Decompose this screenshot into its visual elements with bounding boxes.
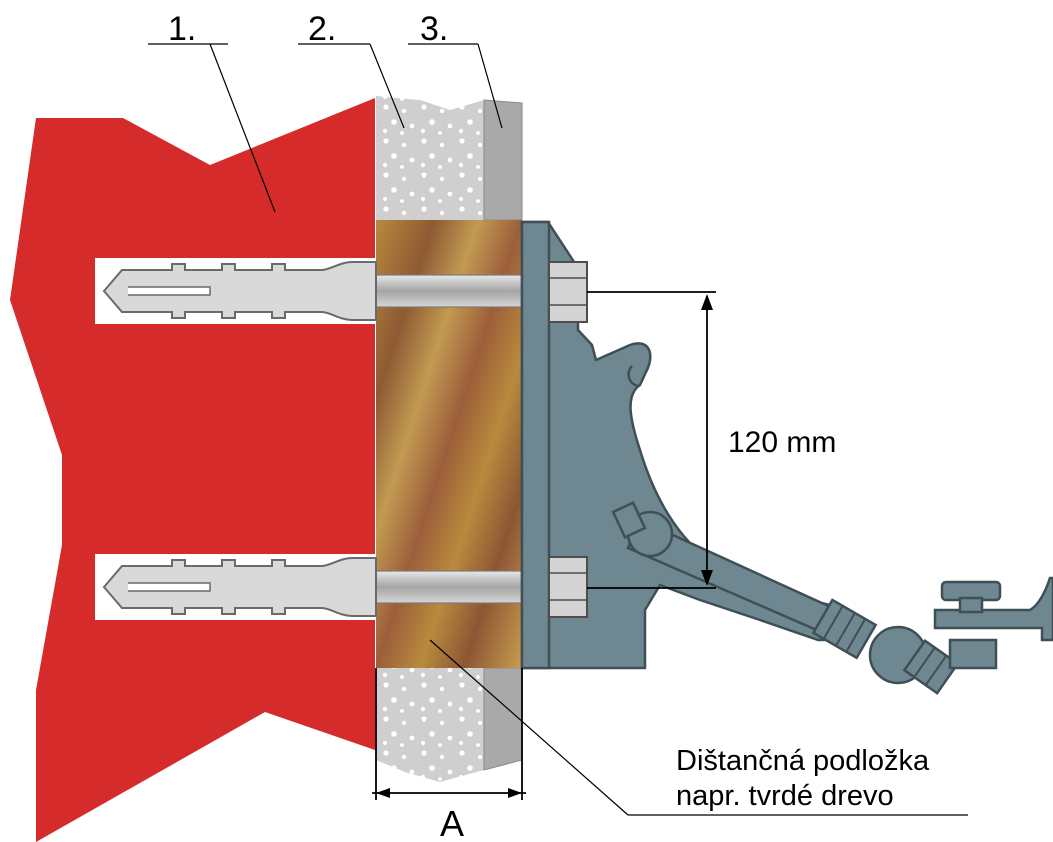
leader-line-1-diag xyxy=(209,43,276,213)
dimension-120mm xyxy=(587,291,716,589)
insulation-layer-lower xyxy=(376,668,484,782)
render-layer xyxy=(483,99,523,221)
render-layer-lower xyxy=(483,667,523,771)
wall-masonry xyxy=(10,98,375,842)
leader-line-spacer xyxy=(429,639,629,816)
label-part-2: 2. xyxy=(308,10,336,48)
anchor-bolt-bottom xyxy=(100,557,529,617)
label-thickness-a: A xyxy=(440,803,464,842)
label-spacer-line2: napr. tvrdé drevo xyxy=(676,780,894,812)
insulation-layer xyxy=(376,96,484,220)
label-part-3: 3. xyxy=(420,10,448,48)
leader-line-2-diag xyxy=(369,43,405,129)
bracket xyxy=(520,220,847,670)
clamp-assembly xyxy=(611,501,1053,695)
label-part-1: 1. xyxy=(168,10,196,48)
dimension-a xyxy=(372,668,526,800)
leader-line-3-diag xyxy=(477,43,503,129)
label-spacer-line1: Dištančná podložka xyxy=(676,745,930,777)
label-spacing: 120 mm xyxy=(728,426,836,459)
nut-top xyxy=(548,261,588,323)
nut-bottom xyxy=(548,556,588,618)
